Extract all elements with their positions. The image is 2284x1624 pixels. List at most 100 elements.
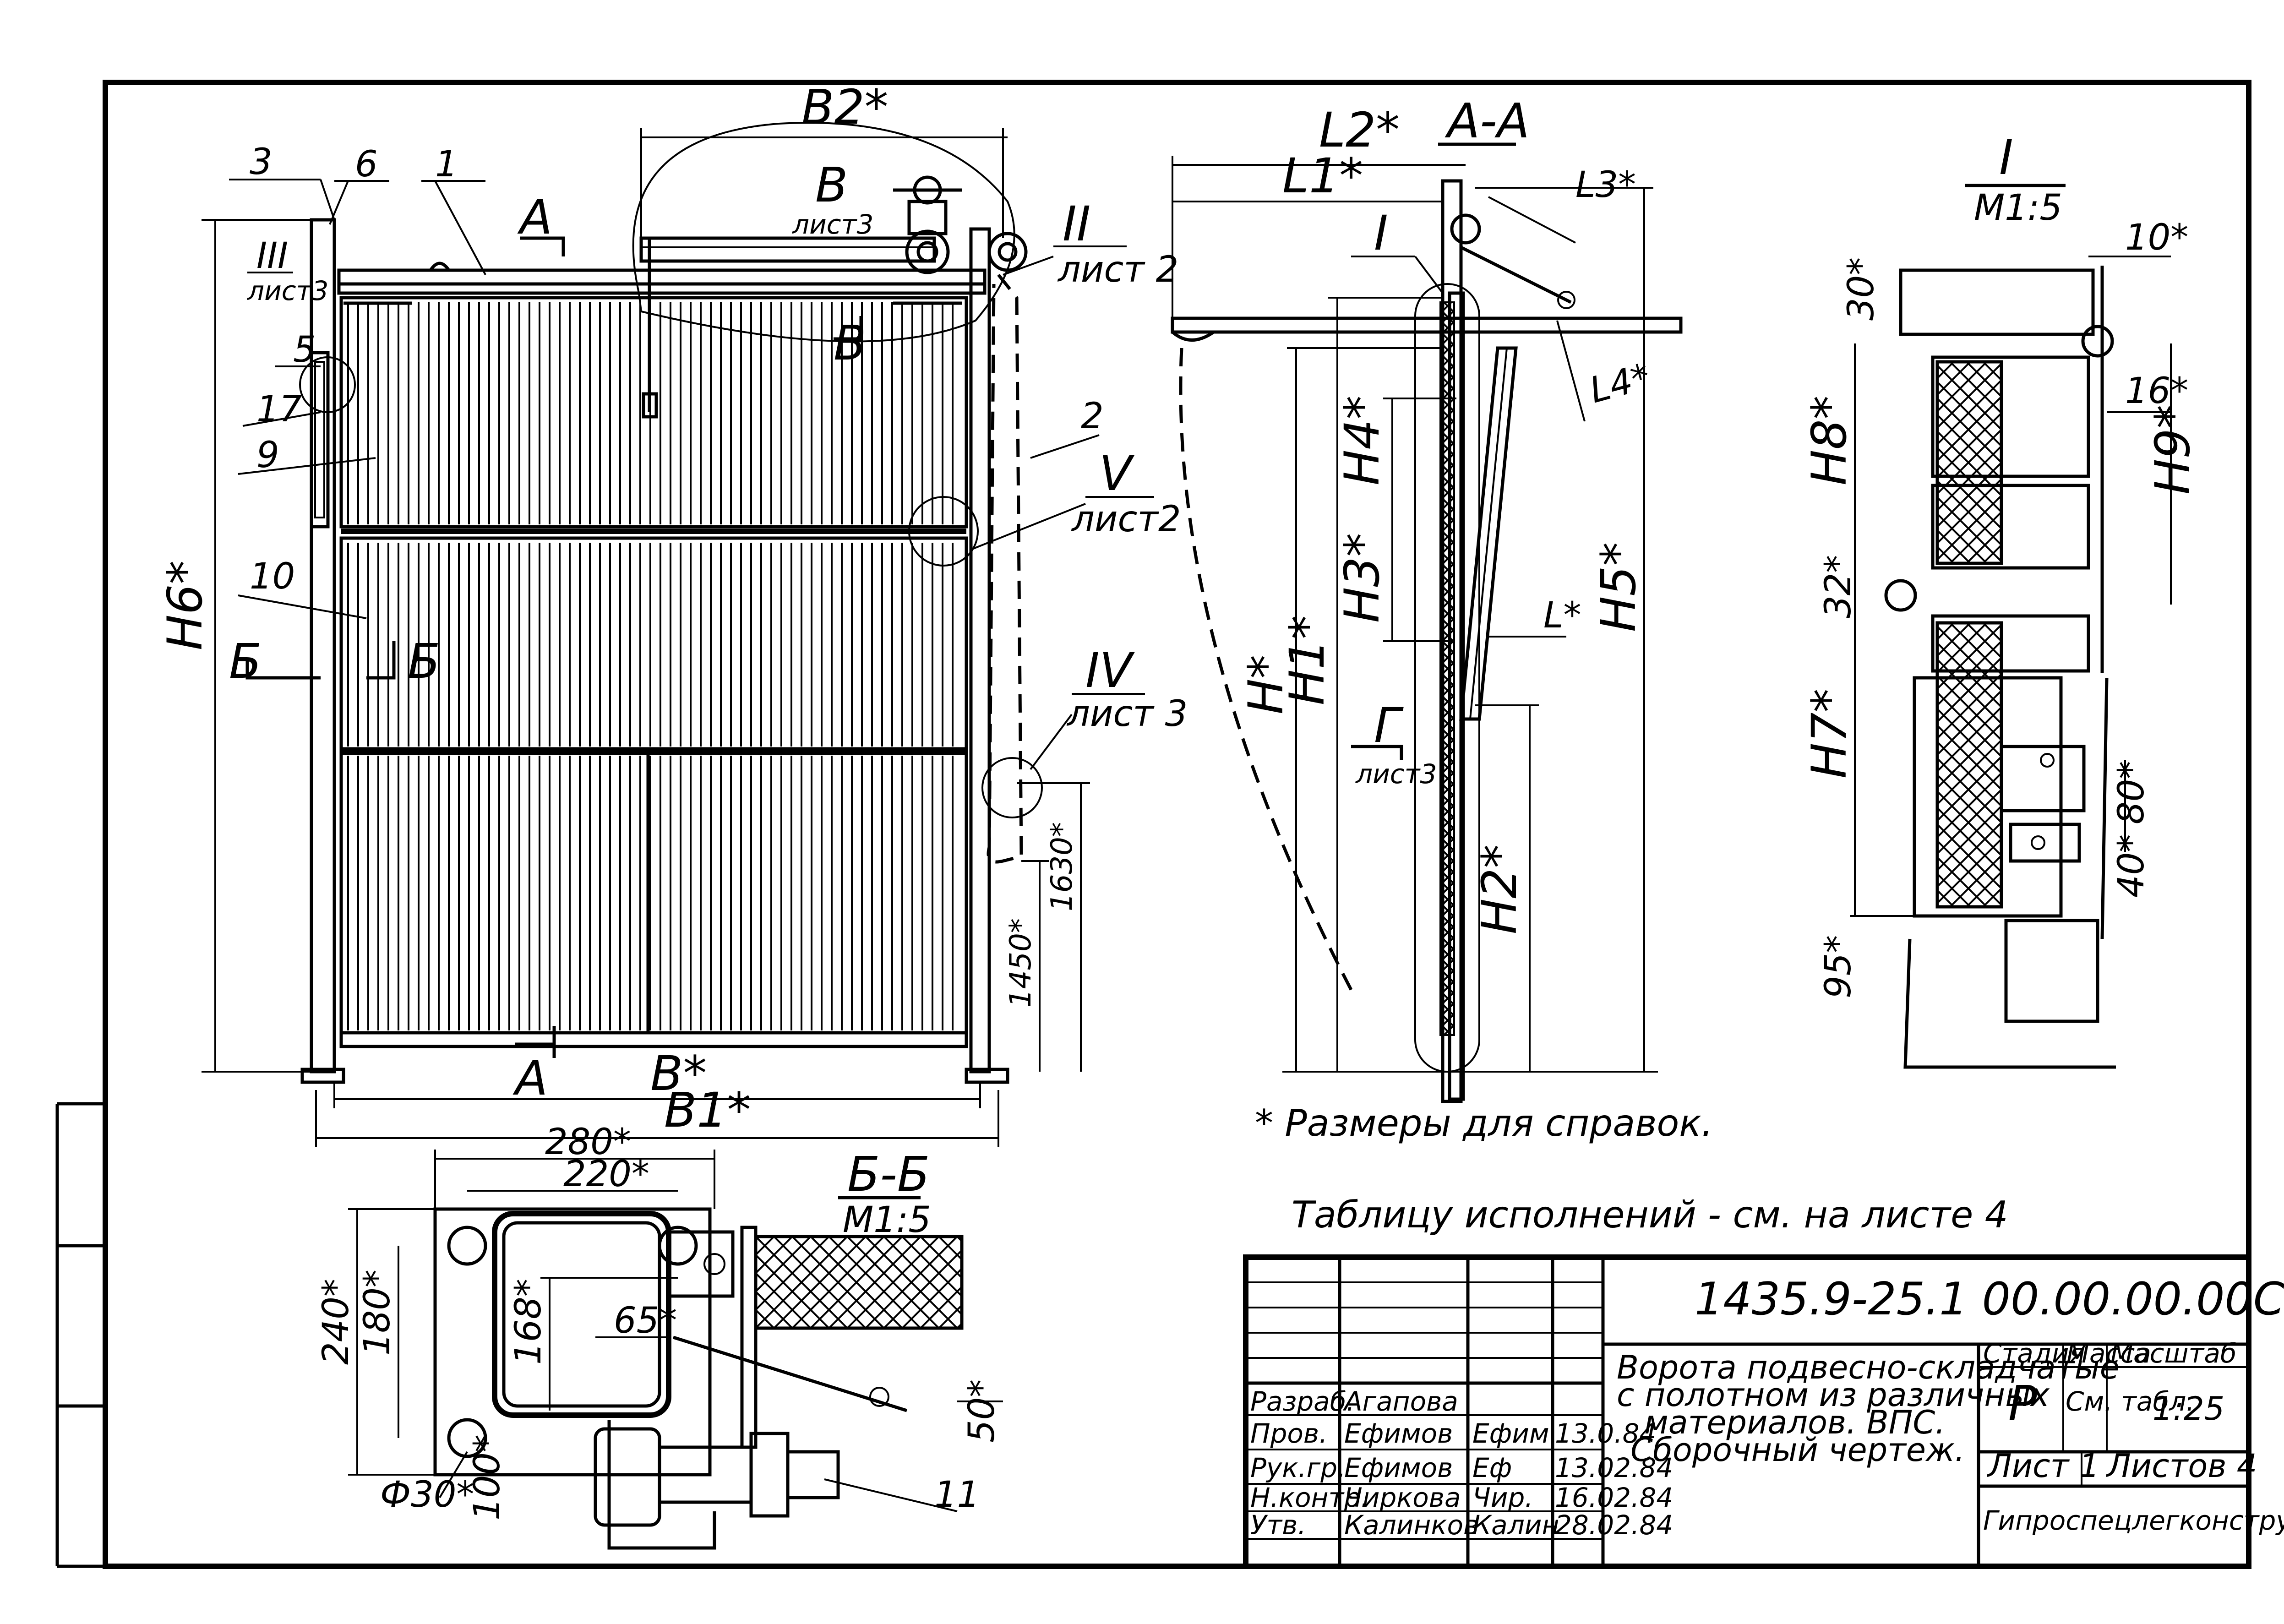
hatch-line (810, 1236, 903, 1329)
hatch-line (1936, 838, 2002, 904)
dim-40: 40* (2111, 834, 2152, 898)
hatch-line (1936, 642, 2002, 708)
dim-180: 180* (357, 1270, 398, 1356)
hatch-line (773, 1236, 867, 1329)
section-mark-a-top: А (517, 189, 552, 245)
hatch-line (1982, 622, 2002, 642)
hatch-line (1439, 947, 1455, 963)
hatch-line (1439, 616, 1455, 632)
hatch-line (1982, 544, 2002, 564)
hatch-line (1439, 705, 1455, 721)
section-mark-v-top: В (815, 157, 848, 213)
staff-name-3: Чиркова (1344, 1482, 1461, 1513)
title-line-1: Ворота подвесно-складчатые (1617, 1349, 2120, 1386)
hatch-line (1439, 1013, 1455, 1029)
hatch-line (1439, 848, 1455, 864)
detail-mark-IV: IV (1085, 643, 1135, 698)
dim-h6: Н6* (157, 561, 213, 650)
detail-sheet-V: лист2 (1071, 499, 1181, 540)
detail-i-scale: М1:5 (1974, 187, 2062, 229)
sheets-value: Листов 4 (2105, 1447, 2257, 1485)
section-aa-hatch (1439, 301, 1455, 1036)
hatch-line (1982, 888, 2002, 908)
dim-16: 16* (2125, 371, 2188, 412)
hatch-line (1999, 622, 2002, 626)
staff-name-0: Агапова (1342, 1386, 1458, 1417)
section-mark-b-right: Б (408, 633, 440, 689)
hatch-line (1439, 441, 1455, 456)
slats-middle (347, 543, 954, 747)
title-line-2: с полотном из различных (1617, 1376, 2050, 1414)
leader-2: 2 (1081, 396, 1104, 437)
hatch-line (1936, 640, 2002, 706)
hatch-line (1936, 412, 2002, 478)
section-mark-a-bottom: А (512, 1050, 548, 1106)
hatch-line (1439, 716, 1455, 732)
dim-80: 80* (2111, 761, 2152, 824)
hatch-line (1936, 741, 2002, 807)
hatch-line (1439, 661, 1455, 677)
organization: Гипроспецлегконструкция (1983, 1505, 2284, 1536)
dim-f30: Ф30* (380, 1474, 474, 1515)
hatch-line (1439, 496, 1455, 511)
hatch-line (1439, 419, 1455, 434)
hatch-line (1936, 774, 2002, 840)
hatch-line (1936, 447, 2002, 513)
hatch-line (1936, 622, 1988, 673)
hatch-line (1439, 672, 1455, 688)
leader-3: 3 (250, 142, 273, 183)
hatch-line (1439, 331, 1455, 346)
hatch-line (1966, 361, 2002, 398)
hatch-line (1443, 1024, 1455, 1036)
hatch-line (1439, 925, 1455, 941)
title-line-4: Сборочный чертеж. (1630, 1431, 1965, 1469)
scale-header: Масштаб (2110, 1338, 2237, 1369)
hatch-line (1966, 528, 2002, 564)
hatch-line (883, 1236, 963, 1315)
hatch-line (1439, 529, 1455, 544)
hatch-line (1439, 507, 1455, 522)
hatch-line (1949, 855, 2002, 908)
dim-h1: Н1* (1279, 616, 1335, 705)
detail-sheet-III: лист3 (247, 275, 328, 306)
dim-b2: В2* (801, 79, 889, 135)
staff-role-0: Разраб. (1250, 1386, 1355, 1417)
staff-role-4: Утв. (1250, 1510, 1306, 1541)
dim-b: В* (650, 1046, 707, 1101)
main-view-dimensions: В2* В* В1* Н6* 1450* 1630* (157, 79, 1090, 1147)
hatch-line (791, 1236, 885, 1329)
hatch-line (846, 1236, 940, 1329)
hatch-line (1936, 462, 2002, 528)
hatch-line (1936, 361, 1971, 396)
section-sheet-v: лист3 (792, 209, 873, 240)
hatch-line (938, 1236, 963, 1260)
hatch-line (1936, 739, 2002, 805)
hatch-line (1982, 361, 2002, 381)
hatch-line (1439, 605, 1455, 621)
reference-note: * Размеры для справок. (1255, 1102, 1713, 1144)
hatch-line (1936, 659, 2002, 725)
hatch-line (1936, 379, 2002, 445)
hatch-line (1439, 485, 1455, 500)
hatch-line (1936, 363, 2002, 429)
hatch-line (1936, 431, 2002, 496)
staff-sign-1: Ефим (1472, 1418, 1549, 1449)
hatch-line (1439, 474, 1455, 489)
hatch-line (1936, 396, 2002, 462)
hatch-line (938, 1304, 963, 1329)
detail-sheet-II: лист 2 (1057, 249, 1178, 290)
hatch-line (1936, 624, 2002, 690)
hatch-line (1439, 870, 1455, 886)
hatch-line (1949, 361, 2002, 414)
hatch-line (1936, 822, 2002, 888)
hatch-line (1439, 683, 1455, 699)
staff-role-1: Пров. (1250, 1418, 1328, 1449)
hatch-line (1439, 892, 1455, 908)
leader-6: 6 (355, 144, 378, 185)
detail-i: I М1:5 10* 30* 16* Н8* Н9* 32* (1801, 130, 2201, 1069)
hatch-line (1936, 723, 2002, 789)
main-view-leaders: 3 6 1 5 17 9 10 2 (229, 142, 1104, 619)
dim-30: 30* (1841, 257, 1882, 321)
hatch-line (1439, 364, 1455, 379)
